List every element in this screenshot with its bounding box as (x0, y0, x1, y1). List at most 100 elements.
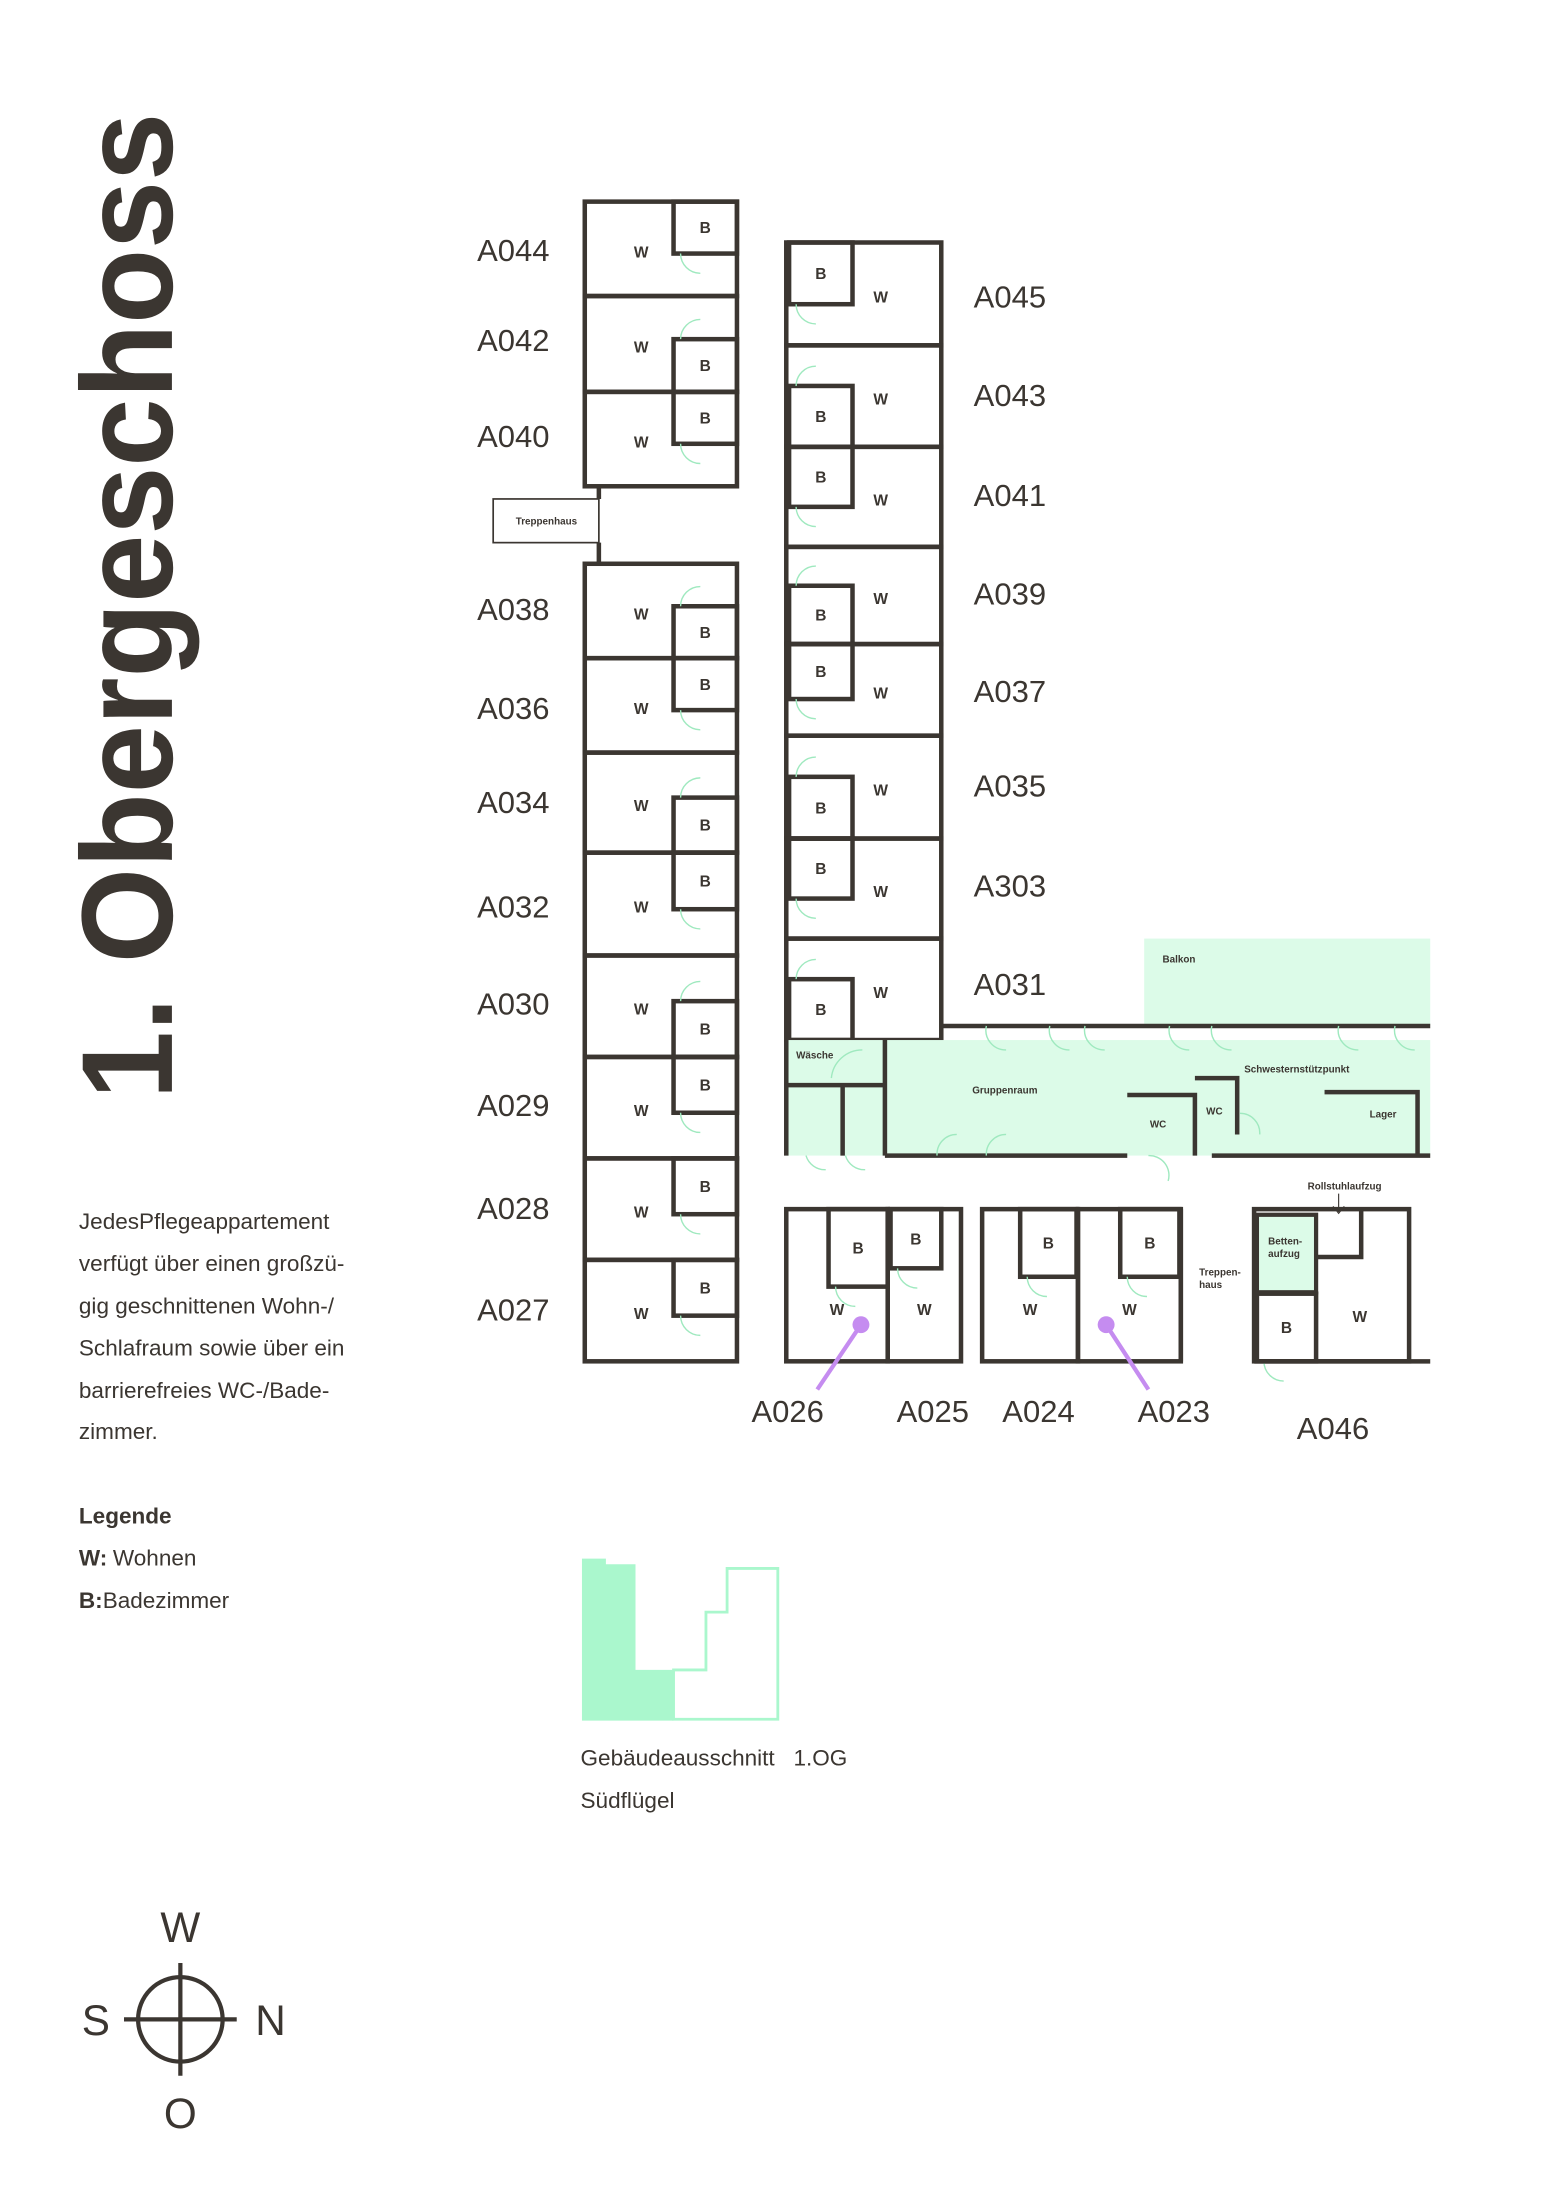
bathroom-letter: B (815, 608, 826, 625)
room-outline (885, 1206, 964, 1364)
door-icon (679, 1112, 701, 1134)
bathroom-letter: B (1281, 1320, 1292, 1337)
room-label-wc-1: WC (1150, 1119, 1166, 1130)
door-icon (795, 365, 816, 386)
bathroom-letter: B (815, 664, 826, 681)
description-line: barrierefreies WC-/Bade- (79, 1378, 329, 1403)
bathroom-outline (786, 240, 855, 307)
bathroom-letter: B (700, 1077, 711, 1094)
living-letter: W (1352, 1309, 1367, 1326)
apartment-label: A303 (974, 868, 1046, 903)
room-outline (582, 1054, 740, 1161)
living-letter: W (634, 701, 649, 718)
living-letter: W (1122, 1302, 1137, 1319)
page-title: 1. Obergeschoss (56, 113, 200, 1099)
apartment-A025[interactable]: B W A025 (885, 1206, 969, 1429)
apartment-label: A024 (1002, 1394, 1074, 1429)
bathroom-letter: B (1043, 1236, 1054, 1253)
living-letter: W (873, 985, 888, 1002)
bathroom-letter: B (910, 1231, 921, 1248)
room-outline (582, 750, 740, 855)
legend-item-w: W:Wohnen (79, 1546, 197, 1571)
building-overview-map: Gebäudeausschnitt 1.OG Südflügel (581, 1558, 847, 1813)
bathroom-outline (671, 199, 740, 256)
bed-lift (1254, 1212, 1319, 1295)
bathroom-letter: B (700, 874, 711, 891)
apartment-label: A040 (477, 419, 549, 454)
apartment-label: A032 (477, 889, 549, 924)
room-label-gruppenraum: Gruppenraum (972, 1086, 1037, 1097)
door-icon (679, 253, 701, 274)
door-icon (679, 777, 701, 798)
description-line: gig geschnittenen Wohn-/ (79, 1293, 335, 1318)
description-line: verfügt über einen großzü- (79, 1251, 345, 1276)
room-outline (582, 655, 740, 755)
bathroom-letter: B (700, 410, 711, 427)
room-outline (784, 936, 944, 1043)
room-outline (582, 953, 740, 1060)
door-icon (1126, 1276, 1148, 1298)
bathroom-letter: B (700, 220, 711, 237)
living-letter: W (873, 289, 888, 306)
room-outline (582, 199, 740, 299)
apartment-label: A042 (477, 323, 549, 358)
apartment-label: A025 (897, 1394, 969, 1429)
description-line: Schlafraum sowie über ein (79, 1336, 345, 1361)
apartment-label: A045 (974, 279, 1046, 314)
description: JedesPflegeappartement verfügt über eine… (79, 1209, 345, 1444)
apartment-label: A026 (751, 1394, 823, 1429)
room-outline (784, 444, 944, 550)
door-icon (896, 1268, 918, 1289)
bathroom-outline (786, 836, 855, 901)
legend-heading: Legende (79, 1503, 172, 1528)
room-label-treppenhaus-2: haus (1199, 1280, 1223, 1291)
bathroom-letter: B (700, 1022, 711, 1039)
room-outline (582, 561, 740, 661)
bathroom-letter: B (1144, 1236, 1155, 1253)
apartment-label: A028 (477, 1191, 549, 1226)
room-label-waesche: Wäsche (796, 1050, 834, 1061)
compass-s: S (82, 1997, 110, 2044)
door-icon (679, 1214, 701, 1235)
living-letter: W (634, 1306, 649, 1323)
bathroom-letter: B (815, 469, 826, 486)
room-label-lager: Lager (1370, 1110, 1397, 1121)
door-icon (795, 304, 816, 325)
room-outline (784, 641, 944, 738)
living-letter: W (917, 1302, 932, 1319)
legend-item-b: B:Badezimmer (79, 1588, 230, 1613)
apartment-label: A031 (974, 967, 1046, 1002)
room-label-bettenaufzug-1: Betten- (1268, 1236, 1302, 1247)
bathroom-outline (671, 1156, 740, 1217)
door-icon (1026, 1276, 1047, 1298)
room-outline (784, 836, 944, 941)
living-letter: W (873, 884, 888, 901)
room-outline (582, 1156, 740, 1263)
bathroom-letter: B (700, 358, 711, 375)
room-label-wc-2: WC (1206, 1107, 1222, 1118)
door-icon (679, 980, 701, 1002)
